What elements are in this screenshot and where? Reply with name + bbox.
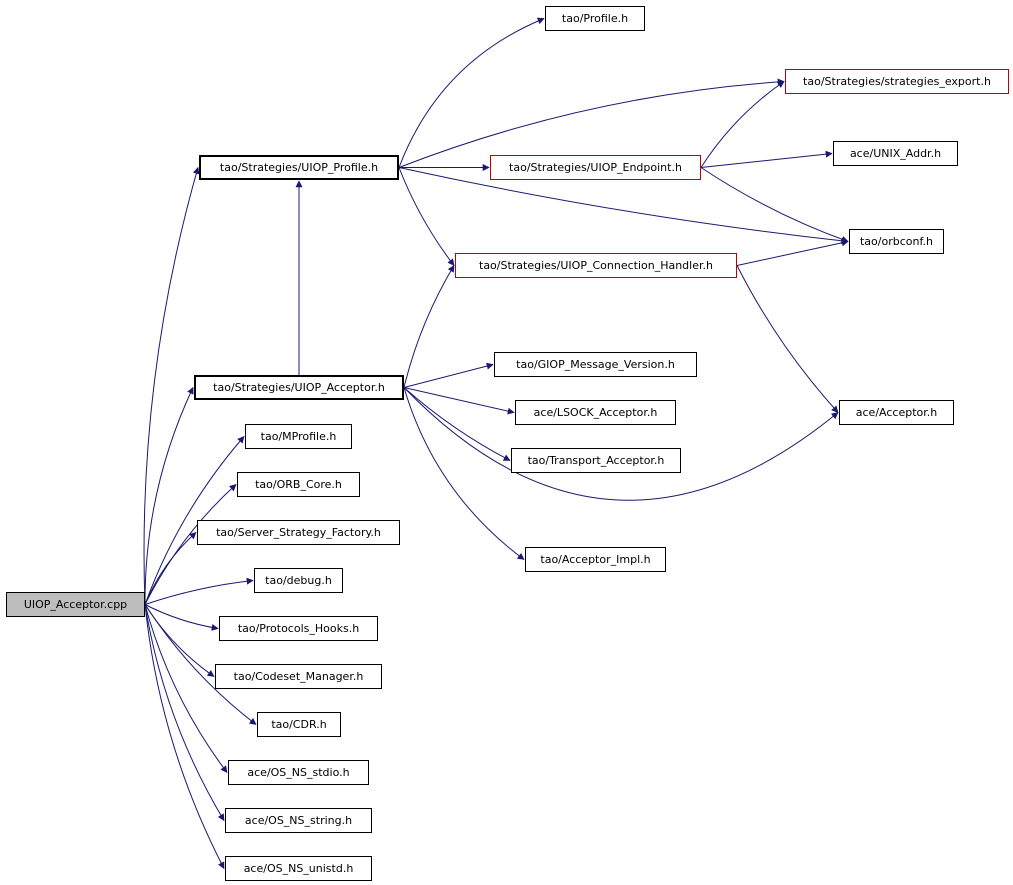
graph-node-profile-h[interactable]: tao/Profile.h bbox=[545, 6, 645, 31]
graph-node-transport-acceptor-h[interactable]: tao/Transport_Acceptor.h bbox=[511, 448, 681, 473]
graph-node-codeset-manager-h[interactable]: tao/Codeset_Manager.h bbox=[215, 664, 382, 689]
include-edge-uiop-connection-handler-h-to-ace-acceptor-h bbox=[736, 265, 839, 414]
include-edge-uiop-acceptor-h-to-lsock-acceptor-h bbox=[403, 387, 515, 415]
include-edge-uiop-acceptor-h-to-acceptor-impl-h bbox=[403, 387, 525, 560]
include-edge-uiop-acceptor-cpp-to-codeset-manager-h bbox=[144, 604, 215, 677]
include-edge-uiop-acceptor-cpp-to-os-ns-string-h bbox=[144, 604, 225, 822]
graph-node-cdr-h[interactable]: tao/CDR.h bbox=[257, 712, 341, 737]
include-edge-uiop-connection-handler-h-to-orbconf-h bbox=[736, 239, 849, 266]
include-edge-uiop-acceptor-h-to-transport-acceptor-h bbox=[403, 387, 511, 461]
graph-node-protocols-hooks-h[interactable]: tao/Protocols_Hooks.h bbox=[219, 616, 378, 641]
graph-node-uiop-profile-h[interactable]: tao/Strategies/UIOP_Profile.h bbox=[199, 155, 399, 180]
include-edge-uiop-endpoint-h-to-unix-addr-h bbox=[700, 150, 833, 168]
include-edge-uiop-endpoint-h-to-strategies-export-h bbox=[700, 81, 785, 168]
include-edge-uiop-acceptor-cpp-to-protocols-hooks-h bbox=[144, 604, 219, 631]
graph-node-mprofile-h[interactable]: tao/MProfile.h bbox=[245, 424, 352, 449]
include-edge-uiop-acceptor-cpp-to-server-strategy-factory-h bbox=[144, 532, 197, 605]
graph-node-acceptor-impl-h[interactable]: tao/Acceptor_Impl.h bbox=[525, 547, 666, 572]
graph-node-unix-addr-h[interactable]: ace/UNIX_Addr.h bbox=[833, 141, 958, 166]
include-edge-uiop-endpoint-h-to-orbconf-h bbox=[700, 167, 849, 243]
graph-node-debug-h[interactable]: tao/debug.h bbox=[254, 568, 343, 593]
graph-node-lsock-acceptor-h[interactable]: ace/LSOCK_Acceptor.h bbox=[515, 400, 676, 425]
graph-node-orb-core-h[interactable]: tao/ORB_Core.h bbox=[237, 472, 360, 497]
graph-node-os-ns-stdio-h[interactable]: ace/OS_NS_stdio.h bbox=[228, 760, 369, 785]
include-edge-uiop-acceptor-cpp-to-uiop-acceptor-h bbox=[144, 386, 194, 605]
include-edge-uiop-profile-h-to-profile-h bbox=[398, 17, 545, 168]
graph-node-orbconf-h[interactable]: tao/orbconf.h bbox=[849, 229, 944, 254]
graph-node-strategies-export-h[interactable]: tao/Strategies/strategies_export.h bbox=[785, 69, 1009, 94]
include-edge-uiop-profile-h-to-uiop-connection-handler-h bbox=[398, 167, 455, 267]
include-edge-uiop-acceptor-cpp-to-debug-h bbox=[144, 577, 254, 605]
graph-node-os-ns-unistd-h[interactable]: ace/OS_NS_unistd.h bbox=[225, 856, 372, 881]
graph-node-uiop-acceptor-cpp: UIOP_Acceptor.cpp bbox=[6, 592, 145, 617]
include-edge-uiop-acceptor-h-to-giop-message-version-h bbox=[403, 362, 494, 388]
include-edge-uiop-acceptor-h-to-uiop-connection-handler-h bbox=[403, 264, 455, 388]
graph-node-uiop-endpoint-h[interactable]: tao/Strategies/UIOP_Endpoint.h bbox=[490, 155, 701, 180]
include-edge-uiop-acceptor-cpp-to-uiop-profile-h bbox=[143, 166, 200, 605]
graph-node-server-strategy-factory-h[interactable]: tao/Server_Strategy_Factory.h bbox=[197, 520, 400, 545]
graph-node-uiop-acceptor-h[interactable]: tao/Strategies/UIOP_Acceptor.h bbox=[194, 375, 404, 400]
graph-node-uiop-connection-handler-h[interactable]: tao/Strategies/UIOP_Connection_Handler.h bbox=[455, 253, 737, 278]
graph-node-giop-message-version-h[interactable]: tao/GIOP_Message_Version.h bbox=[494, 352, 697, 377]
include-edge-uiop-acceptor-cpp-to-os-ns-unistd-h bbox=[144, 604, 225, 870]
graph-node-ace-acceptor-h[interactable]: ace/Acceptor.h bbox=[839, 400, 954, 425]
graph-node-os-ns-string-h[interactable]: ace/OS_NS_string.h bbox=[225, 808, 372, 833]
